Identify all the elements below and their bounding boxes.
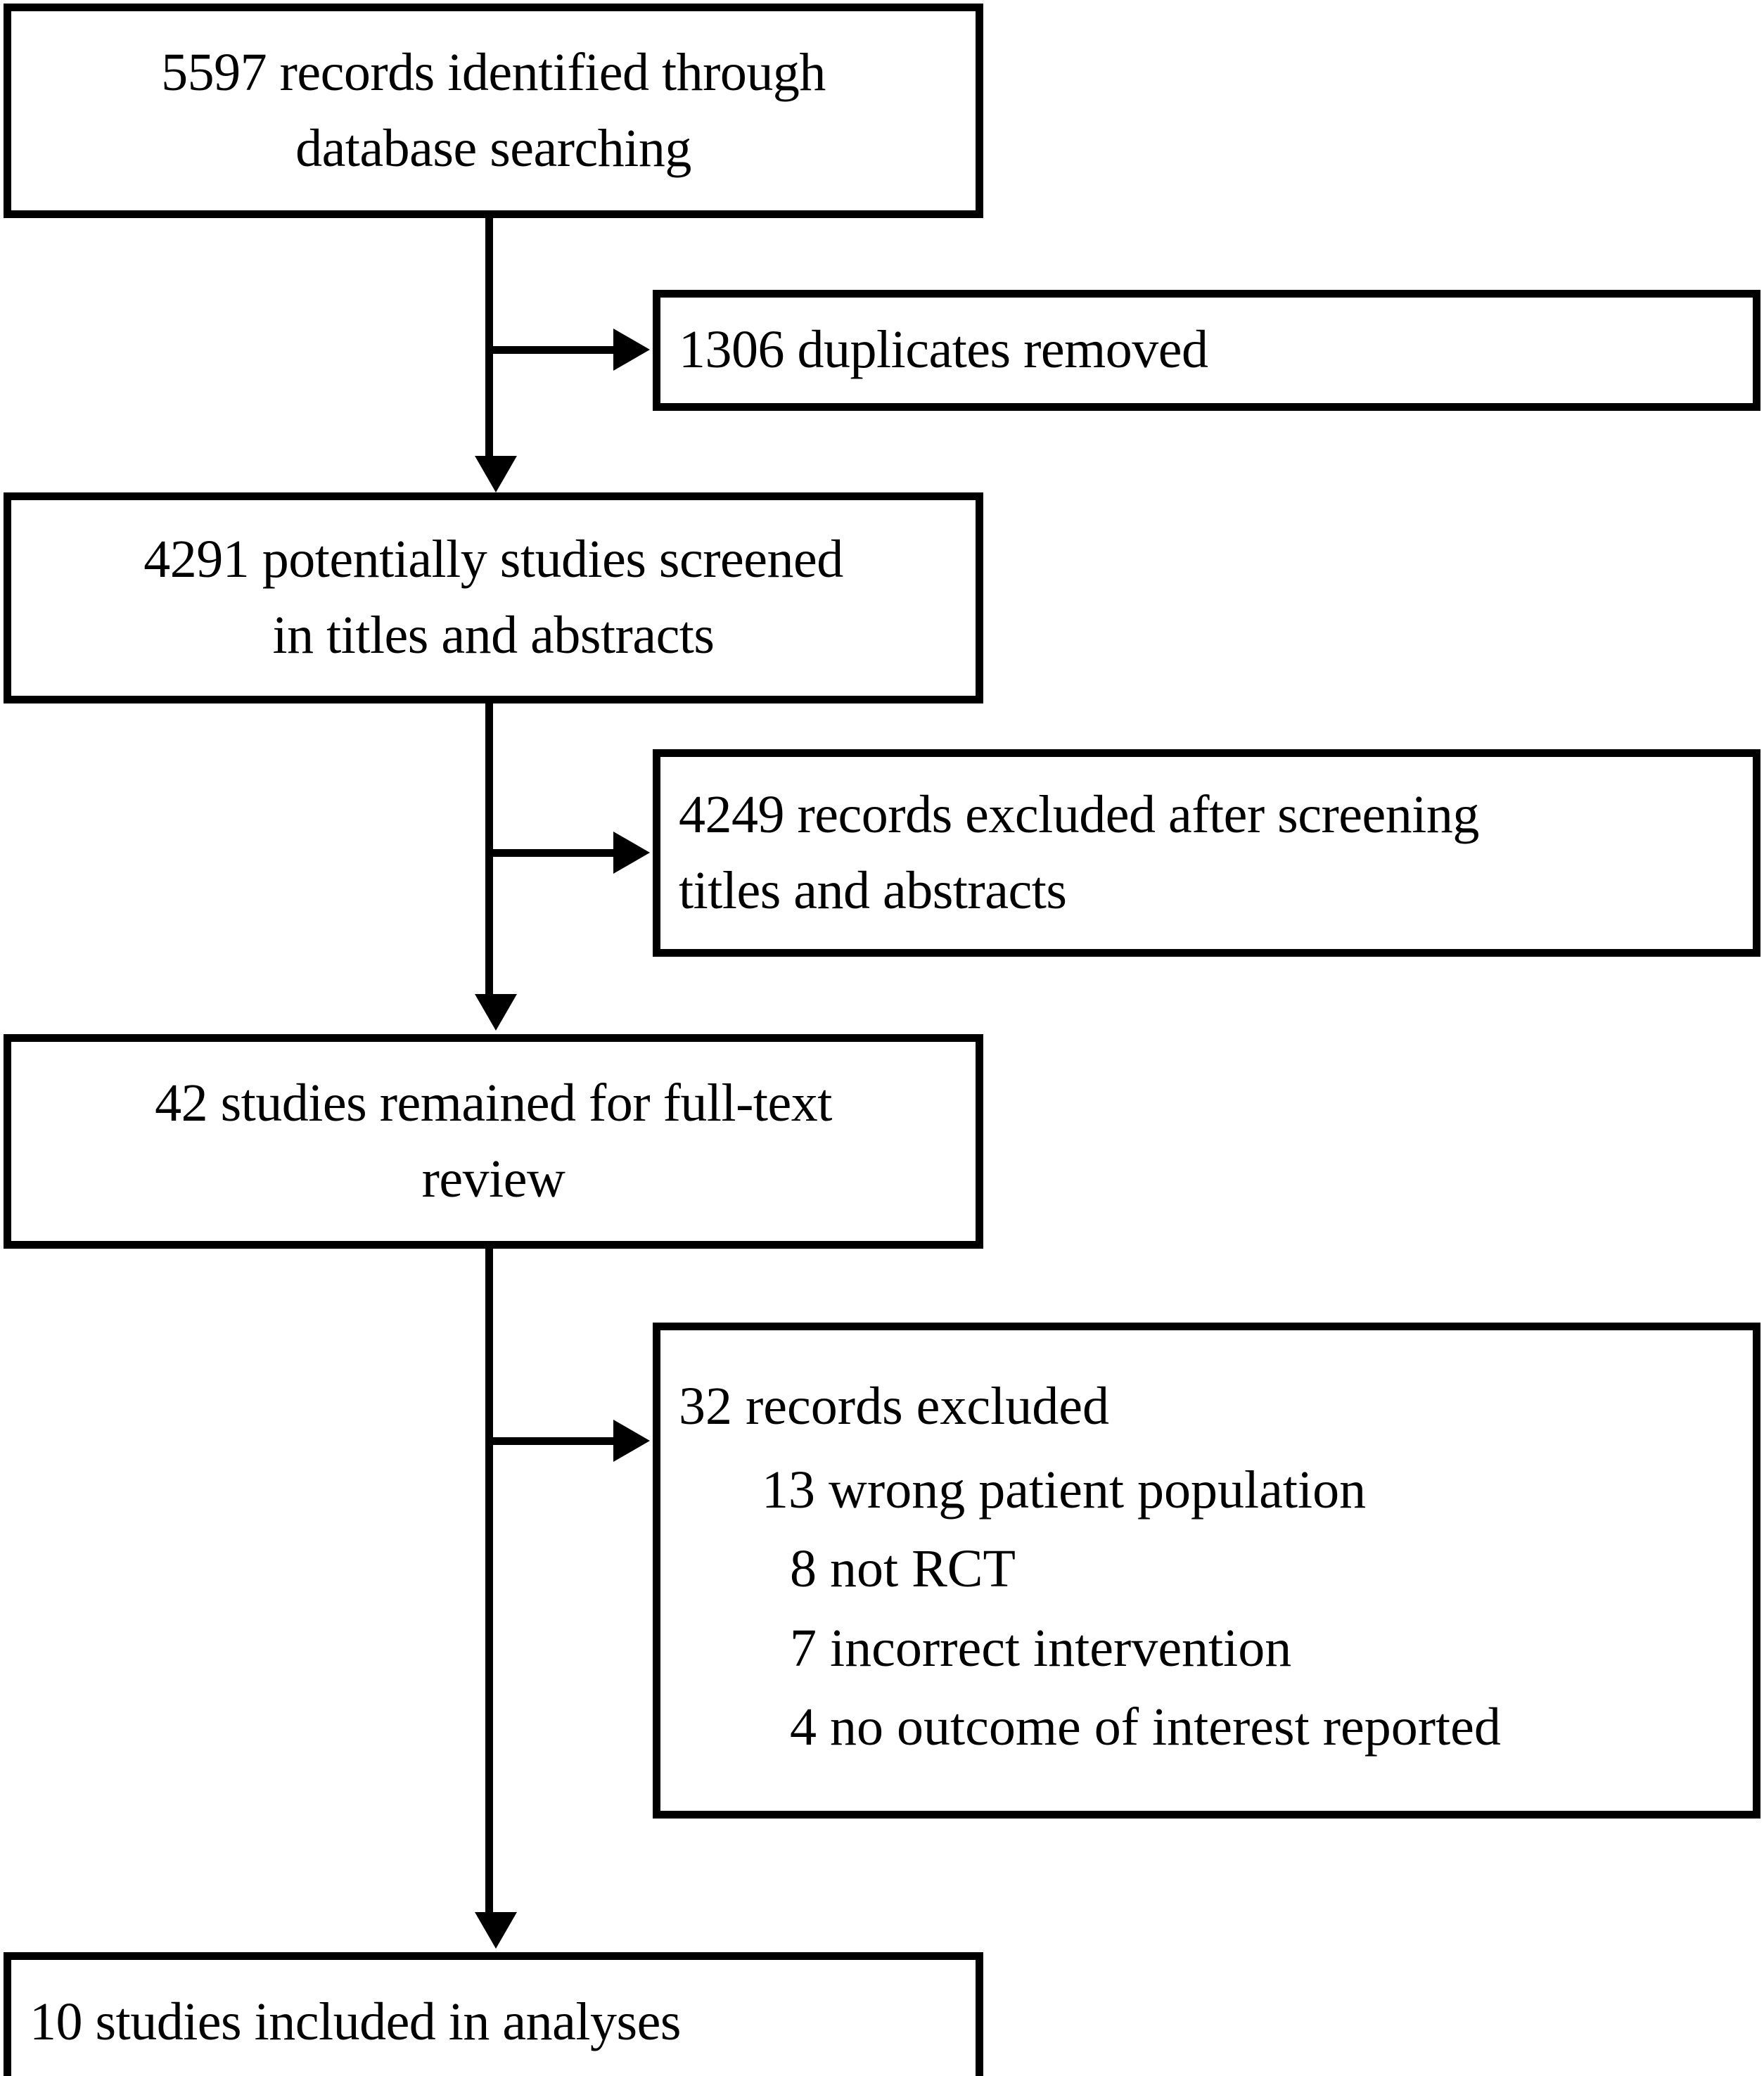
connector-screened-to-fulltext-arrowhead <box>475 994 517 1031</box>
node-studies-screened-text: 4291 potentially studies screened in tit… <box>143 530 843 665</box>
connector-fulltext-to-excluded-line <box>485 1437 616 1445</box>
node-records-excluded-screening: 4249 records excluded after screening ti… <box>653 749 1760 957</box>
exclusion-reason-no-outcome: 4 no outcome of interest reported <box>790 1698 1501 1757</box>
connector-screened-to-excluded-line <box>485 849 616 857</box>
node-fulltext-review: 42 studies remained for full-text review <box>4 1034 983 1249</box>
exclusion-reason-list: 32 records excluded 13 wrong patient pop… <box>660 1370 1753 1771</box>
node-records-excluded-screening-text: 4249 records excluded after screening ti… <box>679 784 1479 920</box>
connector-fulltext-to-included-stem <box>485 1249 493 1913</box>
connector-identified-to-screened-arrowhead <box>475 456 517 492</box>
exclusion-reason-incorrect-intervention: 7 incorrect intervention <box>790 1618 1292 1678</box>
node-studies-included-text: 10 studies included in analyses <box>30 1992 681 2052</box>
connector-identified-to-duplicates-arrowhead <box>613 329 650 371</box>
node-records-identified-text: 5597 records identified through database… <box>161 42 826 178</box>
connector-identified-to-duplicates-line <box>485 346 616 354</box>
node-records-excluded-fulltext: 32 records excluded 13 wrong patient pop… <box>653 1323 1760 1819</box>
node-fulltext-review-text: 42 studies remained for full-text review <box>155 1073 832 1209</box>
exclusion-heading: 32 records excluded <box>679 1377 1109 1437</box>
node-duplicates-removed: 1306 duplicates removed <box>653 290 1760 411</box>
exclusion-reason-wrong-population: 13 wrong patient population <box>762 1460 1367 1520</box>
connector-fulltext-to-included-arrowhead <box>475 1912 517 1949</box>
connector-screened-to-excluded-arrowhead <box>613 832 650 874</box>
node-records-identified: 5597 records identified through database… <box>4 4 983 218</box>
node-duplicates-removed-text: 1306 duplicates removed <box>679 320 1208 380</box>
exclusion-reason-not-rct: 8 not RCT <box>790 1539 1016 1599</box>
connector-identified-to-screened-stem <box>485 218 493 457</box>
node-studies-screened: 4291 potentially studies screened in tit… <box>4 492 983 703</box>
connector-fulltext-to-excluded-arrowhead <box>613 1420 650 1462</box>
node-studies-included: 10 studies included in analyses <box>4 1952 983 2076</box>
